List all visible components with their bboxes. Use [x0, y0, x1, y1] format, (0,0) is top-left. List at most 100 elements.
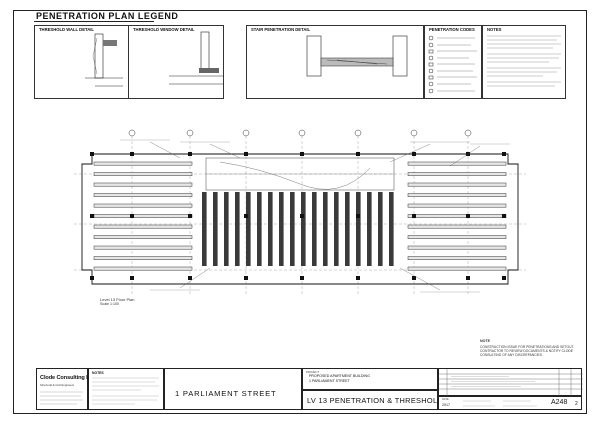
floor-element — [407, 235, 507, 239]
column — [244, 152, 248, 156]
column — [188, 152, 192, 156]
floor-element — [407, 161, 507, 166]
notes-lines — [487, 35, 561, 87]
legend-panel-title: NOTES — [487, 27, 502, 32]
column — [300, 276, 304, 280]
column — [466, 214, 470, 218]
column — [356, 214, 360, 218]
column — [502, 276, 506, 280]
date-value: 2017 — [442, 403, 450, 407]
central-rib — [213, 192, 218, 266]
column — [300, 214, 304, 218]
company-subtitle: Structural & Civil Engineers — [40, 383, 75, 387]
central-rib — [202, 192, 207, 266]
legend-panel-title: PENETRATION CODES — [429, 27, 475, 32]
legend-panel-title: THRESHOLD WALL DETAIL — [39, 27, 94, 32]
floor-element — [407, 224, 507, 229]
wall-detail-drawing — [85, 33, 123, 87]
column — [502, 214, 506, 218]
column — [356, 276, 360, 280]
floor-element — [93, 245, 193, 250]
revision-table — [439, 369, 583, 397]
column — [466, 276, 470, 280]
grid-bubble — [410, 129, 418, 137]
grid-bubble — [298, 129, 306, 137]
floor-element — [93, 214, 193, 218]
construction-note-heading: NOTE — [480, 339, 490, 343]
column — [188, 214, 192, 218]
project-address: 1 PARLIAMENT STREET — [175, 389, 277, 398]
central-rib — [224, 192, 229, 266]
company-name: Clode Consulting Ltd — [40, 375, 95, 381]
floor-element — [93, 266, 193, 271]
legend-panel-window-detail: THRESHOLD WINDOW DETAIL — [128, 25, 224, 99]
legend-panel-penetration-codes: PENETRATION CODES — [424, 25, 482, 99]
central-rib — [323, 192, 328, 266]
project-label: PROJECT — [306, 370, 320, 374]
floor-element — [407, 172, 507, 176]
legend-panel-title: THRESHOLD WINDOW DETAIL — [133, 27, 195, 32]
services-route — [219, 161, 371, 190]
floor-element — [93, 193, 193, 197]
floor-plan-drawing — [74, 129, 526, 294]
project-street: 1 PARLIAMENT STREET — [309, 379, 350, 383]
plan-caption: Level 13 Floor Plan — [100, 297, 135, 302]
column — [130, 214, 134, 218]
column — [412, 214, 416, 218]
project-name: PROPOSED APARTMENT BUILDING — [309, 374, 370, 378]
central-rib — [301, 192, 306, 266]
legend-panel-notes: NOTES — [482, 25, 566, 99]
floor-element — [407, 256, 507, 260]
floor-element — [93, 235, 193, 239]
plan-scale: Scale 1:100 — [100, 302, 119, 306]
legend-panel-title: STAIR PENETRATION DETAIL — [251, 27, 311, 32]
floor-element — [93, 172, 193, 176]
notes-text-lines — [92, 377, 159, 405]
column — [300, 152, 304, 156]
address-panel: 1 PARLIAMENT STREET — [164, 368, 302, 410]
floor-element — [407, 193, 507, 197]
floor-element — [407, 182, 507, 187]
drawing-info-lines — [463, 400, 537, 407]
column — [356, 152, 360, 156]
central-rib — [312, 192, 317, 266]
date-label: DATE — [442, 398, 449, 401]
drawing-number: A248 — [551, 399, 568, 406]
column — [502, 152, 506, 156]
notes-panel: NOTES — [88, 368, 164, 410]
central-rib — [257, 192, 262, 266]
column — [130, 276, 134, 280]
floor-element — [407, 245, 507, 250]
window-detail-drawing — [169, 31, 223, 85]
central-rib — [356, 192, 361, 266]
grid-bubble — [186, 129, 194, 137]
revision-panel — [438, 368, 583, 397]
column — [244, 214, 248, 218]
floor-element — [93, 256, 193, 260]
column — [90, 214, 94, 218]
stair-detail-drawing — [306, 35, 408, 77]
central-rib — [334, 192, 339, 266]
legend-title: PENETRATION PLAN LEGEND — [36, 11, 179, 21]
floor-element — [93, 182, 193, 187]
company-contact-lines — [40, 391, 83, 405]
notes-heading: NOTES — [92, 371, 104, 375]
floor-element — [93, 224, 193, 229]
project-panel: PROJECT PROPOSED APARTMENT BUILDING 1 PA… — [302, 368, 438, 390]
central-rib — [389, 192, 394, 266]
legend-panel-stair-detail: STAIR PENETRATION DETAIL — [246, 25, 424, 99]
column — [412, 152, 416, 156]
legend-underline — [34, 21, 154, 22]
company-panel: Clode Consulting Ltd Structural & Civil … — [36, 368, 95, 410]
drawing-info-panel: DATE 2017 A248 2 — [438, 396, 582, 410]
central-rib — [279, 192, 284, 266]
legend-panel-wall-detail: THRESHOLD WALL DETAIL — [34, 25, 130, 99]
floor-plan — [70, 128, 530, 298]
sheet-title: LV 13 PENETRATION & THRESHOLD — [307, 396, 444, 405]
floor-element — [407, 203, 507, 208]
column — [188, 276, 192, 280]
floor-element — [93, 203, 193, 208]
central-rib — [345, 192, 350, 266]
floor-element — [407, 266, 507, 271]
construction-note: NOTE CONSTRUCTION ISSUE FOR PENETRATIONS… — [480, 339, 582, 368]
